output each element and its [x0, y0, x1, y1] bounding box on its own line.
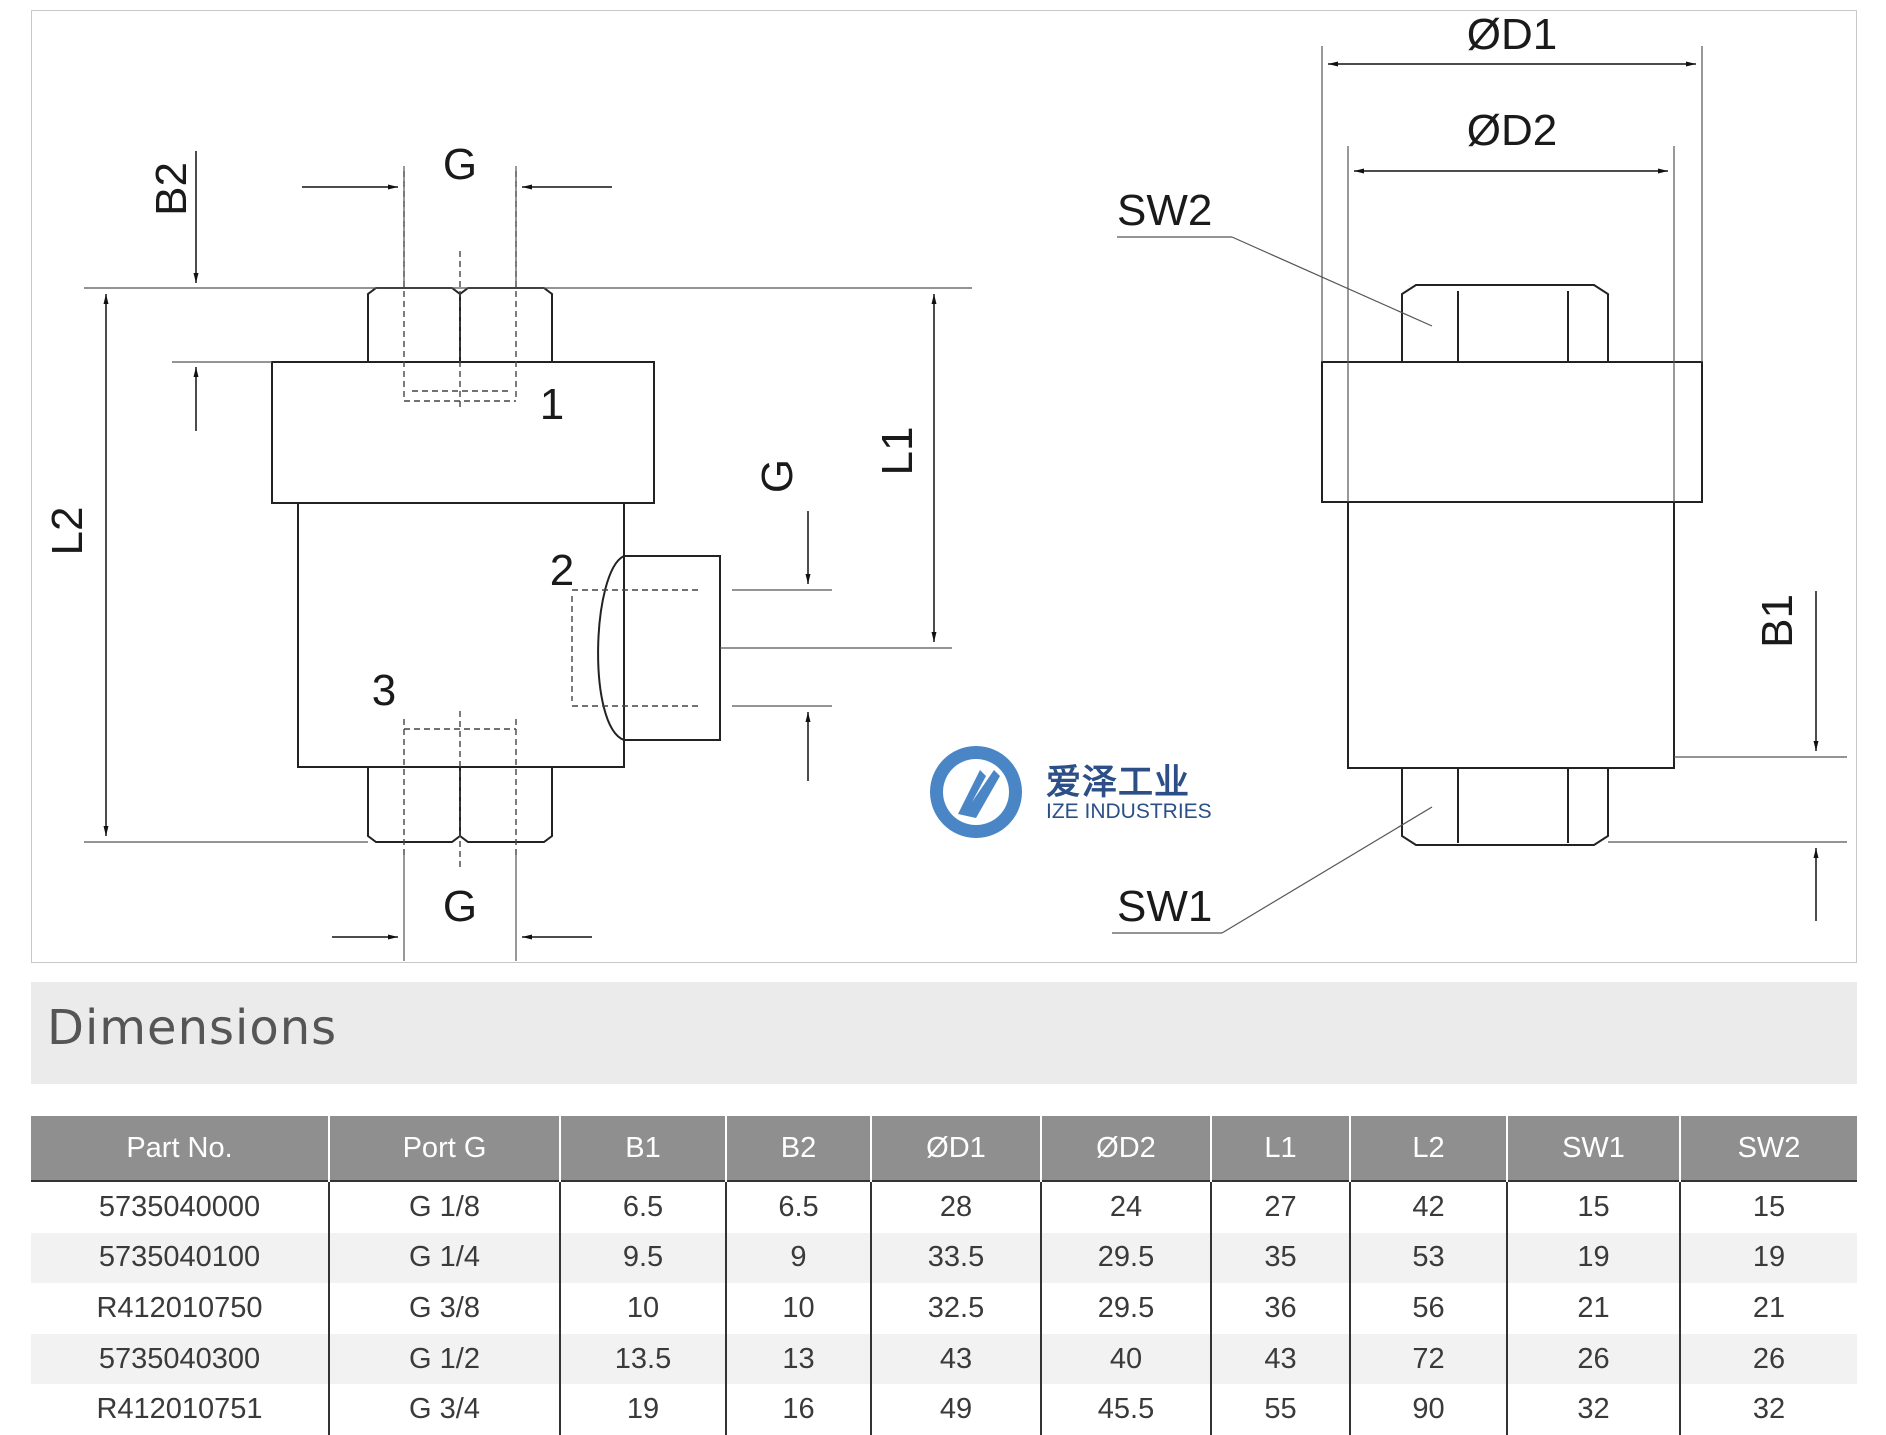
cell-port-g: G 3/8 — [328, 1283, 560, 1334]
cell-l1: 55 — [1210, 1384, 1350, 1435]
sw1-label: SW1 — [1117, 882, 1212, 931]
company-logo: 爱泽工业 IZE INDUSTRIES — [928, 742, 1228, 842]
table-row: 5735040100 G 1/4 9.5 9 33.5 29.5 35 53 1… — [31, 1232, 1857, 1284]
col-header-part-no: Part No. — [31, 1116, 330, 1181]
right-lower-block — [1347, 501, 1675, 769]
top-hex-nut — [367, 287, 461, 362]
drawing-svg: G G G B2 L2 L1 1 2 3 — [43, 11, 1847, 961]
cell-sw2: 32 — [1679, 1384, 1857, 1435]
right-top-hex — [1401, 284, 1609, 362]
section-title: Dimensions — [47, 1000, 338, 1056]
cell-part-no: 5735040300 — [31, 1333, 329, 1385]
col-header-l1: L1 — [1210, 1116, 1351, 1181]
cell-port-g: G 3/4 — [328, 1384, 560, 1435]
cell-l1: 43 — [1210, 1333, 1350, 1385]
right-bottom-hex — [1401, 768, 1609, 846]
cell-sw1: 19 — [1506, 1232, 1680, 1284]
g-side-label: G — [753, 459, 802, 493]
cell-b1: 9.5 — [559, 1232, 726, 1284]
cell-b2: 9 — [725, 1232, 871, 1284]
dimensions-header: Dimensions — [31, 982, 1857, 1084]
cell-l2: 90 — [1349, 1384, 1507, 1435]
cell-b1: 6.5 — [559, 1180, 726, 1233]
cell-d2: 40 — [1040, 1333, 1211, 1385]
d2-label: ØD2 — [1467, 106, 1557, 155]
cell-port-g: G 1/2 — [328, 1333, 560, 1385]
cell-b2: 16 — [725, 1384, 871, 1435]
col-header-d1: ØD1 — [870, 1116, 1042, 1181]
col-header-sw1: SW1 — [1506, 1116, 1681, 1181]
b2-label: B2 — [147, 162, 196, 216]
cell-sw2: 19 — [1679, 1232, 1857, 1284]
logo-english-name: IZE INDUSTRIES — [1046, 800, 1212, 823]
cell-l2: 56 — [1349, 1283, 1507, 1334]
cell-b1: 10 — [559, 1283, 726, 1334]
cell-l2: 53 — [1349, 1232, 1507, 1284]
lower-body-block — [297, 502, 625, 768]
side-port — [624, 555, 721, 741]
cell-part-no: 5735040100 — [31, 1232, 329, 1284]
table-row: R412010751 G 3/4 19 16 49 45.5 55 90 32 … — [31, 1384, 1857, 1435]
cell-l2: 72 — [1349, 1333, 1507, 1385]
bottom-hex-nut — [367, 767, 461, 843]
cell-l1: 35 — [1210, 1232, 1350, 1284]
cell-part-no: 5735040000 — [31, 1180, 329, 1233]
logo-chinese-name: 爱泽工业 — [1046, 763, 1191, 803]
cell-port-g: G 1/4 — [328, 1232, 560, 1284]
cell-sw1: 15 — [1506, 1180, 1680, 1233]
cell-b1: 19 — [559, 1384, 726, 1435]
d1-label: ØD1 — [1467, 11, 1557, 59]
cell-l1: 36 — [1210, 1283, 1350, 1334]
sw2-label: SW2 — [1117, 186, 1212, 235]
table-header-row: Part No. Port G B1 B2 ØD1 ØD2 L1 L2 SW1 … — [31, 1116, 1857, 1181]
cell-d1: 49 — [870, 1384, 1041, 1435]
cell-part-no: R412010751 — [96, 1393, 263, 1426]
port-3-label: 3 — [372, 666, 396, 715]
cell-d1: 32.5 — [870, 1283, 1041, 1334]
col-header-sw2: SW2 — [1679, 1116, 1857, 1181]
cell-d1: 33.5 — [870, 1232, 1041, 1284]
cell-sw2: 15 — [1679, 1180, 1857, 1233]
cell-d1: 28 — [870, 1180, 1041, 1233]
port-2-label: 2 — [550, 546, 574, 595]
l2-label: L2 — [43, 507, 92, 556]
cell-sw2: 21 — [1679, 1283, 1857, 1334]
cell-sw1: 26 — [1506, 1333, 1680, 1385]
col-header-d2: ØD2 — [1040, 1116, 1212, 1181]
port-1-label: 1 — [540, 380, 564, 429]
col-header-l2: L2 — [1349, 1116, 1508, 1181]
cell-port-g: G 1/8 — [328, 1180, 560, 1233]
cell-b2: 6.5 — [725, 1180, 871, 1233]
b1-label: B1 — [1753, 594, 1802, 648]
table-row: 5735040300 G 1/2 13.5 13 43 40 43 72 26 … — [31, 1333, 1857, 1385]
cell-b1: 13.5 — [559, 1333, 726, 1385]
cell-d1: 43 — [870, 1333, 1041, 1385]
cell-d2: 45.5 — [1040, 1384, 1211, 1435]
cell-part-no: R412010750 — [96, 1291, 263, 1324]
cell-b2: 13 — [725, 1333, 871, 1385]
dimensions-table: Part No. Port G B1 B2 ØD1 ØD2 L1 L2 SW1 … — [31, 1116, 1857, 1435]
upper-body-block — [271, 361, 655, 504]
g-bottom-label: G — [443, 882, 477, 931]
cell-l1: 27 — [1210, 1180, 1350, 1233]
col-header-port-g: Port G — [328, 1116, 561, 1181]
right-upper-block — [1321, 361, 1703, 503]
cell-sw1: 32 — [1506, 1384, 1680, 1435]
logo-mark-icon — [930, 746, 1022, 838]
cell-d2: 29.5 — [1040, 1232, 1211, 1284]
cell-sw1: 21 — [1506, 1283, 1680, 1334]
cell-b2: 10 — [725, 1283, 871, 1334]
cell-d2: 29.5 — [1040, 1283, 1211, 1334]
table-row: R412010750 G 3/8 10 10 32.5 29.5 36 56 2… — [31, 1283, 1857, 1334]
col-header-b2: B2 — [725, 1116, 872, 1181]
col-header-b1: B1 — [559, 1116, 727, 1181]
cell-l2: 42 — [1349, 1180, 1507, 1233]
cell-sw2: 26 — [1679, 1333, 1857, 1385]
table-row: 5735040000 G 1/8 6.5 6.5 28 24 27 42 15 … — [31, 1180, 1857, 1233]
cell-d2: 24 — [1040, 1180, 1211, 1233]
l1-label: L1 — [873, 427, 922, 476]
g-top-label: G — [443, 140, 477, 189]
